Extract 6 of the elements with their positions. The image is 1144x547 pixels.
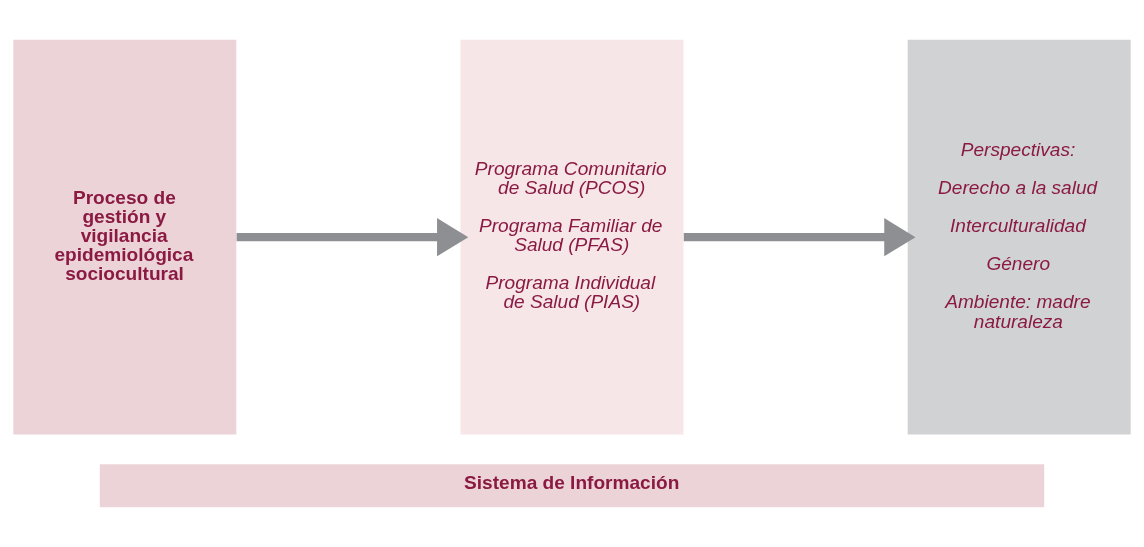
node-box: Proceso de gestión y vigilancia epidemiológica sociocultural [13, 39, 237, 435]
arrow [236, 218, 469, 257]
node-box: Sistema de Información [99, 464, 1045, 508]
node-box: Perspectivas: Derecho a la salud Interculturalidad Género Ambiente: madre naturaleza [907, 39, 1131, 435]
node-box: Programa Comunitario de Salud (PCOS) Programa Familiar de Salud (PFAS) Programa Individual de Salud (PIAS) [460, 39, 684, 435]
arrow [683, 218, 916, 257]
